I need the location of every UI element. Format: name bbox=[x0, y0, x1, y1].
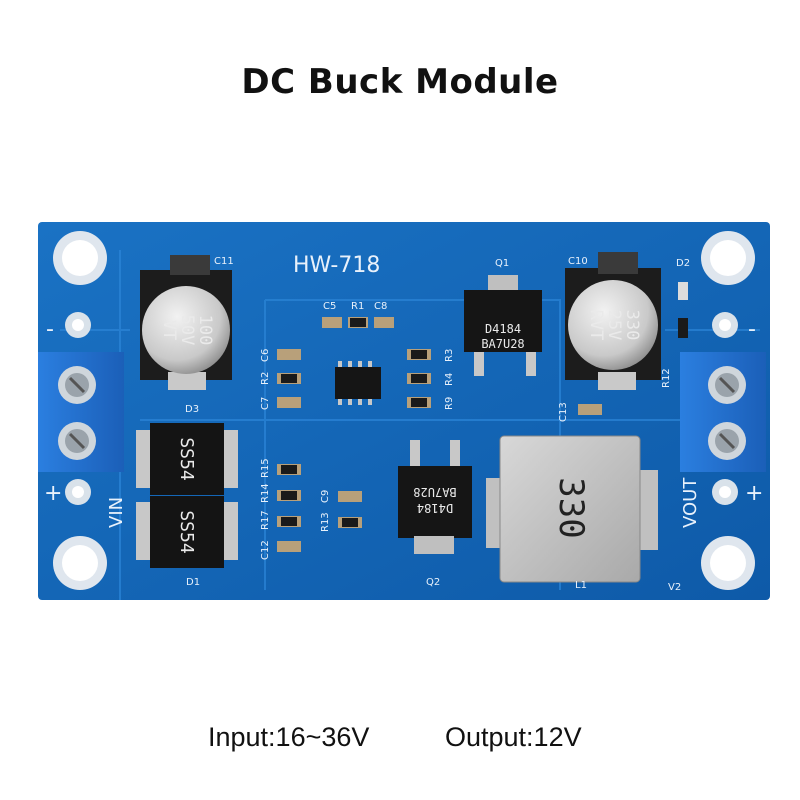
silk-label: C7 bbox=[260, 397, 271, 410]
vout-label: VOUT bbox=[680, 477, 701, 528]
silk-label: R2 bbox=[260, 372, 271, 385]
smd-passives bbox=[277, 282, 688, 552]
silk-label: R17 bbox=[260, 510, 271, 530]
silk-label: C10 bbox=[568, 256, 588, 267]
diode-d1: SS54 bbox=[136, 496, 238, 568]
mounting-hole bbox=[701, 231, 755, 285]
spec-line: Input:16~36V Output:12V bbox=[0, 722, 800, 762]
cap-out-line: 330 bbox=[622, 310, 642, 341]
mounting-hole bbox=[701, 536, 755, 590]
silk-label: R4 bbox=[444, 373, 455, 386]
silk-label: D1 bbox=[186, 577, 200, 588]
silk-label: Q1 bbox=[495, 258, 509, 269]
silk-label: R15 bbox=[260, 458, 271, 478]
page-title: DC Buck Module bbox=[241, 62, 559, 102]
silk-label: C11 bbox=[214, 256, 234, 267]
plus-mark: + bbox=[745, 481, 763, 506]
output-capacitor: 330 25V RVT bbox=[565, 252, 661, 390]
silk-label: C12 bbox=[260, 540, 271, 560]
silk-label: R12 bbox=[661, 368, 672, 388]
silk-label: R9 bbox=[444, 397, 455, 410]
silk-label: R13 bbox=[320, 512, 331, 532]
output-spec: Output:12V bbox=[445, 722, 582, 752]
mounting-hole bbox=[53, 231, 107, 285]
plus-mark: + bbox=[44, 481, 62, 506]
controller-ic bbox=[335, 361, 381, 405]
silk-label: C5 bbox=[323, 301, 336, 312]
cap-in-line: 50V bbox=[177, 315, 197, 346]
silk-label: D3 bbox=[185, 404, 199, 415]
mounting-hole bbox=[53, 536, 107, 590]
silk-label: Q2 bbox=[426, 577, 440, 588]
mosfet-q2: D4184 BA7U28 bbox=[398, 440, 472, 554]
silk-label: C8 bbox=[374, 301, 387, 312]
minus-mark: - bbox=[46, 317, 54, 342]
silk-label: R14 bbox=[260, 483, 271, 503]
mosfet-q1: D4184 BA7U28 bbox=[464, 275, 542, 376]
board-model-label: HW-718 bbox=[293, 253, 380, 278]
silk-label: D2 bbox=[676, 258, 690, 269]
input-spec: Input:16~36V bbox=[208, 722, 370, 752]
silk-label: C6 bbox=[260, 349, 271, 362]
mosfet-q1-line: D4184 bbox=[485, 322, 521, 336]
mosfet-q2-line: D4184 bbox=[417, 501, 453, 515]
diode-d3: SS54 bbox=[136, 423, 238, 495]
silk-label: R1 bbox=[351, 301, 364, 312]
cap-out-line: 25V bbox=[604, 310, 624, 341]
inductor-label: 330 bbox=[551, 477, 591, 538]
mosfet-q2-line: BA7U28 bbox=[413, 485, 456, 499]
diode-d3-label: SS54 bbox=[176, 437, 197, 480]
cap-out-line: RVT bbox=[586, 310, 606, 341]
silk-label: R3 bbox=[444, 349, 455, 362]
output-terminal-block bbox=[680, 352, 766, 472]
silk-label: C9 bbox=[320, 490, 331, 503]
inductor-l1: 330 bbox=[486, 435, 658, 583]
silk-label: C13 bbox=[558, 402, 569, 422]
vin-label: VIN bbox=[106, 497, 127, 528]
input-terminal-block bbox=[38, 352, 124, 472]
mosfet-q1-line: BA7U28 bbox=[481, 337, 524, 351]
minus-mark: - bbox=[748, 317, 756, 342]
silk-label: L1 bbox=[575, 580, 587, 591]
cap-in-line: 100 bbox=[195, 315, 215, 346]
silk-label: V2 bbox=[668, 582, 681, 593]
input-capacitor: 100 50V VT bbox=[140, 255, 232, 390]
diode-d1-label: SS54 bbox=[176, 510, 197, 553]
cap-in-line: VT bbox=[159, 320, 179, 340]
